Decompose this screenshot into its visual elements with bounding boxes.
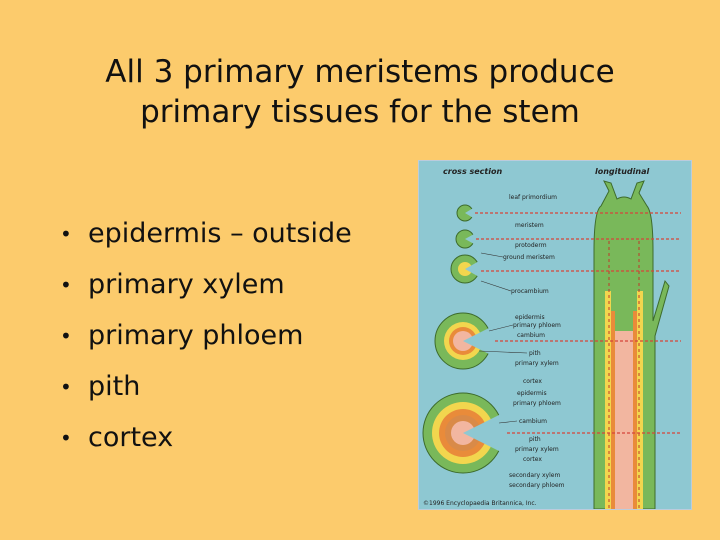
bullet-item: •primary phloem [60,316,352,367]
cross-section-2 [455,229,476,249]
label-procambium: procambium [511,288,549,295]
bullet-item: •epidermis – outside [60,214,352,265]
cross-section-3 [450,254,481,284]
title-line-2: primary tissues for the stem [140,94,580,130]
label-secondary-phloem: secondary phloem [509,482,565,489]
label-epidermis-2: epidermis [517,390,547,397]
bullet-list: •epidermis – outside •primary xylem •pri… [60,214,352,469]
stem-diagram: cross section longitudinal [422,167,681,509]
cross-section-5 [422,392,507,474]
copyright-text: ©1996 Encyclopaedia Britannica, Inc. [423,500,537,507]
label-primary-xylem-1: primary xylem [515,360,559,367]
bullet-item: •pith [60,367,352,418]
diagram-labels: leaf primordium meristem protoderm groun… [503,194,565,489]
label-epidermis-1: epidermis [515,314,545,321]
cross-section-1 [456,204,475,222]
label-cortex-1: cortex [523,378,542,385]
stem-diagram-figure: cross section longitudinal [418,160,692,510]
label-primary-phloem-2: primary phloem [513,400,561,407]
slide-title: All 3 primary meristems produce primary … [40,52,680,132]
label-cambium-2: cambium [519,418,547,425]
label-ground-meristem: ground meristem [503,254,555,261]
label-protoderm: protoderm [515,242,547,249]
label-pith-1: pith [529,350,541,357]
label-primary-phloem-1: primary phloem [513,322,561,329]
label-leaf-primordium: leaf primordium [509,194,557,201]
bullet-dot-icon: • [60,375,72,399]
label-cortex-2: cortex [523,456,542,463]
leader-lines [478,252,528,424]
label-pith-2: pith [529,436,541,443]
header-longitudinal: longitudinal [595,167,649,176]
label-primary-xylem-2: primary xylem [515,446,559,453]
bullet-dot-icon: • [60,426,72,450]
bullet-item: •primary xylem [60,265,352,316]
title-line-1: All 3 primary meristems produce [105,54,615,90]
bullet-dot-icon: • [60,273,72,297]
longitudinal-stem [593,180,670,509]
label-secondary-xylem: secondary xylem [509,472,560,479]
bullet-item: •cortex [60,418,352,469]
guide-lines [475,212,681,434]
bullet-dot-icon: • [60,222,72,246]
cross-section-4 [434,312,495,370]
header-cross-section: cross section [443,167,502,176]
label-cambium-1: cambium [517,332,545,339]
bullet-dot-icon: • [60,324,72,348]
label-meristem: meristem [515,222,544,229]
